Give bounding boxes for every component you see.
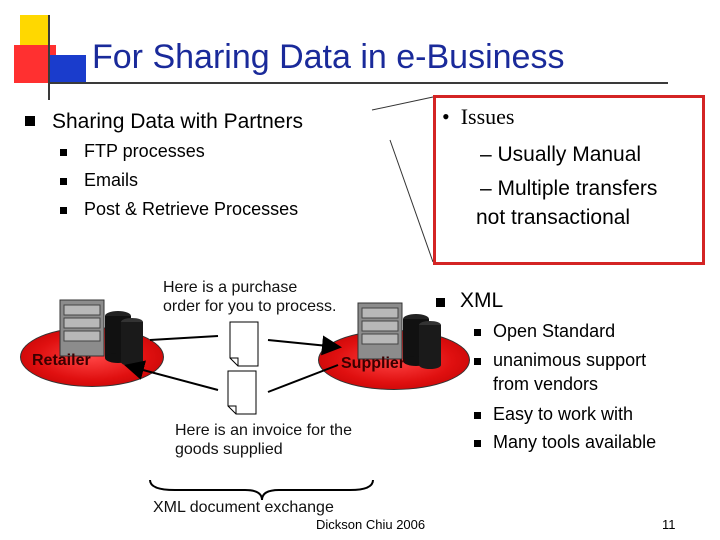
exchange-label: XML document exchange <box>153 499 334 516</box>
purchase-caption-line-1: Here is a purchase <box>163 279 298 296</box>
issues-callout-box <box>433 95 705 265</box>
page-number: 11 <box>662 517 676 532</box>
xml-item-easy: Easy to work with <box>493 404 634 424</box>
sub-bullet-ftp: FTP processes <box>84 141 205 161</box>
retailer-to-doc-line <box>149 335 219 341</box>
supplier-server-icon <box>357 302 441 369</box>
xml-item-open-standard: Open Standard <box>493 321 616 341</box>
xml-item-vendors: from vendors <box>493 374 599 394</box>
slide-title: For Sharing Data in e-Business <box>92 38 565 76</box>
sub-bullet-emails: Emails <box>84 170 139 190</box>
exchange-brace <box>149 479 374 501</box>
issues-heading-text: Issues <box>460 104 515 129</box>
invoice-caption-line-1: Here is an invoice for the <box>175 422 352 439</box>
xml-item-tools: Many tools available <box>493 432 657 452</box>
decor-blue-block <box>48 55 86 83</box>
issue-item-transfers: – Multiple transfers <box>480 177 658 200</box>
issue-item-transactional: not transactional <box>476 206 631 229</box>
decor-vertical-line <box>48 15 50 100</box>
xml-heading: XML <box>460 289 504 312</box>
xml-item-support: unanimous support <box>493 350 647 370</box>
bullet-square-icon <box>436 298 445 307</box>
issue-item-manual: – Usually Manual <box>480 143 642 166</box>
bullet-square-icon <box>60 149 67 156</box>
purchase-order-document-icon <box>229 321 259 367</box>
decor-horizontal-line <box>48 82 668 84</box>
footer-author: Dickson Chiu 2006 <box>316 517 426 532</box>
doc-to-supplier-arrow <box>267 335 342 356</box>
retailer-server-icon <box>59 299 143 366</box>
supplier-label: Supplier <box>341 355 406 372</box>
purchase-caption-line-2: order for you to process. <box>163 298 337 315</box>
bullet-square-icon <box>60 178 67 185</box>
main-bullet-text: Sharing Data with Partners <box>52 110 303 133</box>
invoice-caption-line-2: goods supplied <box>175 441 283 458</box>
sub-bullet-post-retrieve: Post & Retrieve Processes <box>84 199 299 219</box>
bullet-square-icon <box>474 329 481 336</box>
bullet-square-icon <box>474 440 481 447</box>
issues-heading: • Issues <box>442 104 515 129</box>
invoice-to-retailer-arrow <box>124 360 219 391</box>
invoice-document-icon <box>227 370 257 415</box>
bullet-square-icon <box>474 358 481 365</box>
bullet-square-icon <box>60 207 67 214</box>
invoice-caption: Here is an invoice for the goods supplie… <box>175 421 352 459</box>
bullet-square-icon <box>474 412 481 419</box>
bullet-square-icon <box>25 116 35 126</box>
supplier-to-invoice-line <box>267 364 339 393</box>
retailer-label: Retailer <box>32 352 91 369</box>
purchase-caption: Here is a purchase order for you to proc… <box>163 278 336 316</box>
